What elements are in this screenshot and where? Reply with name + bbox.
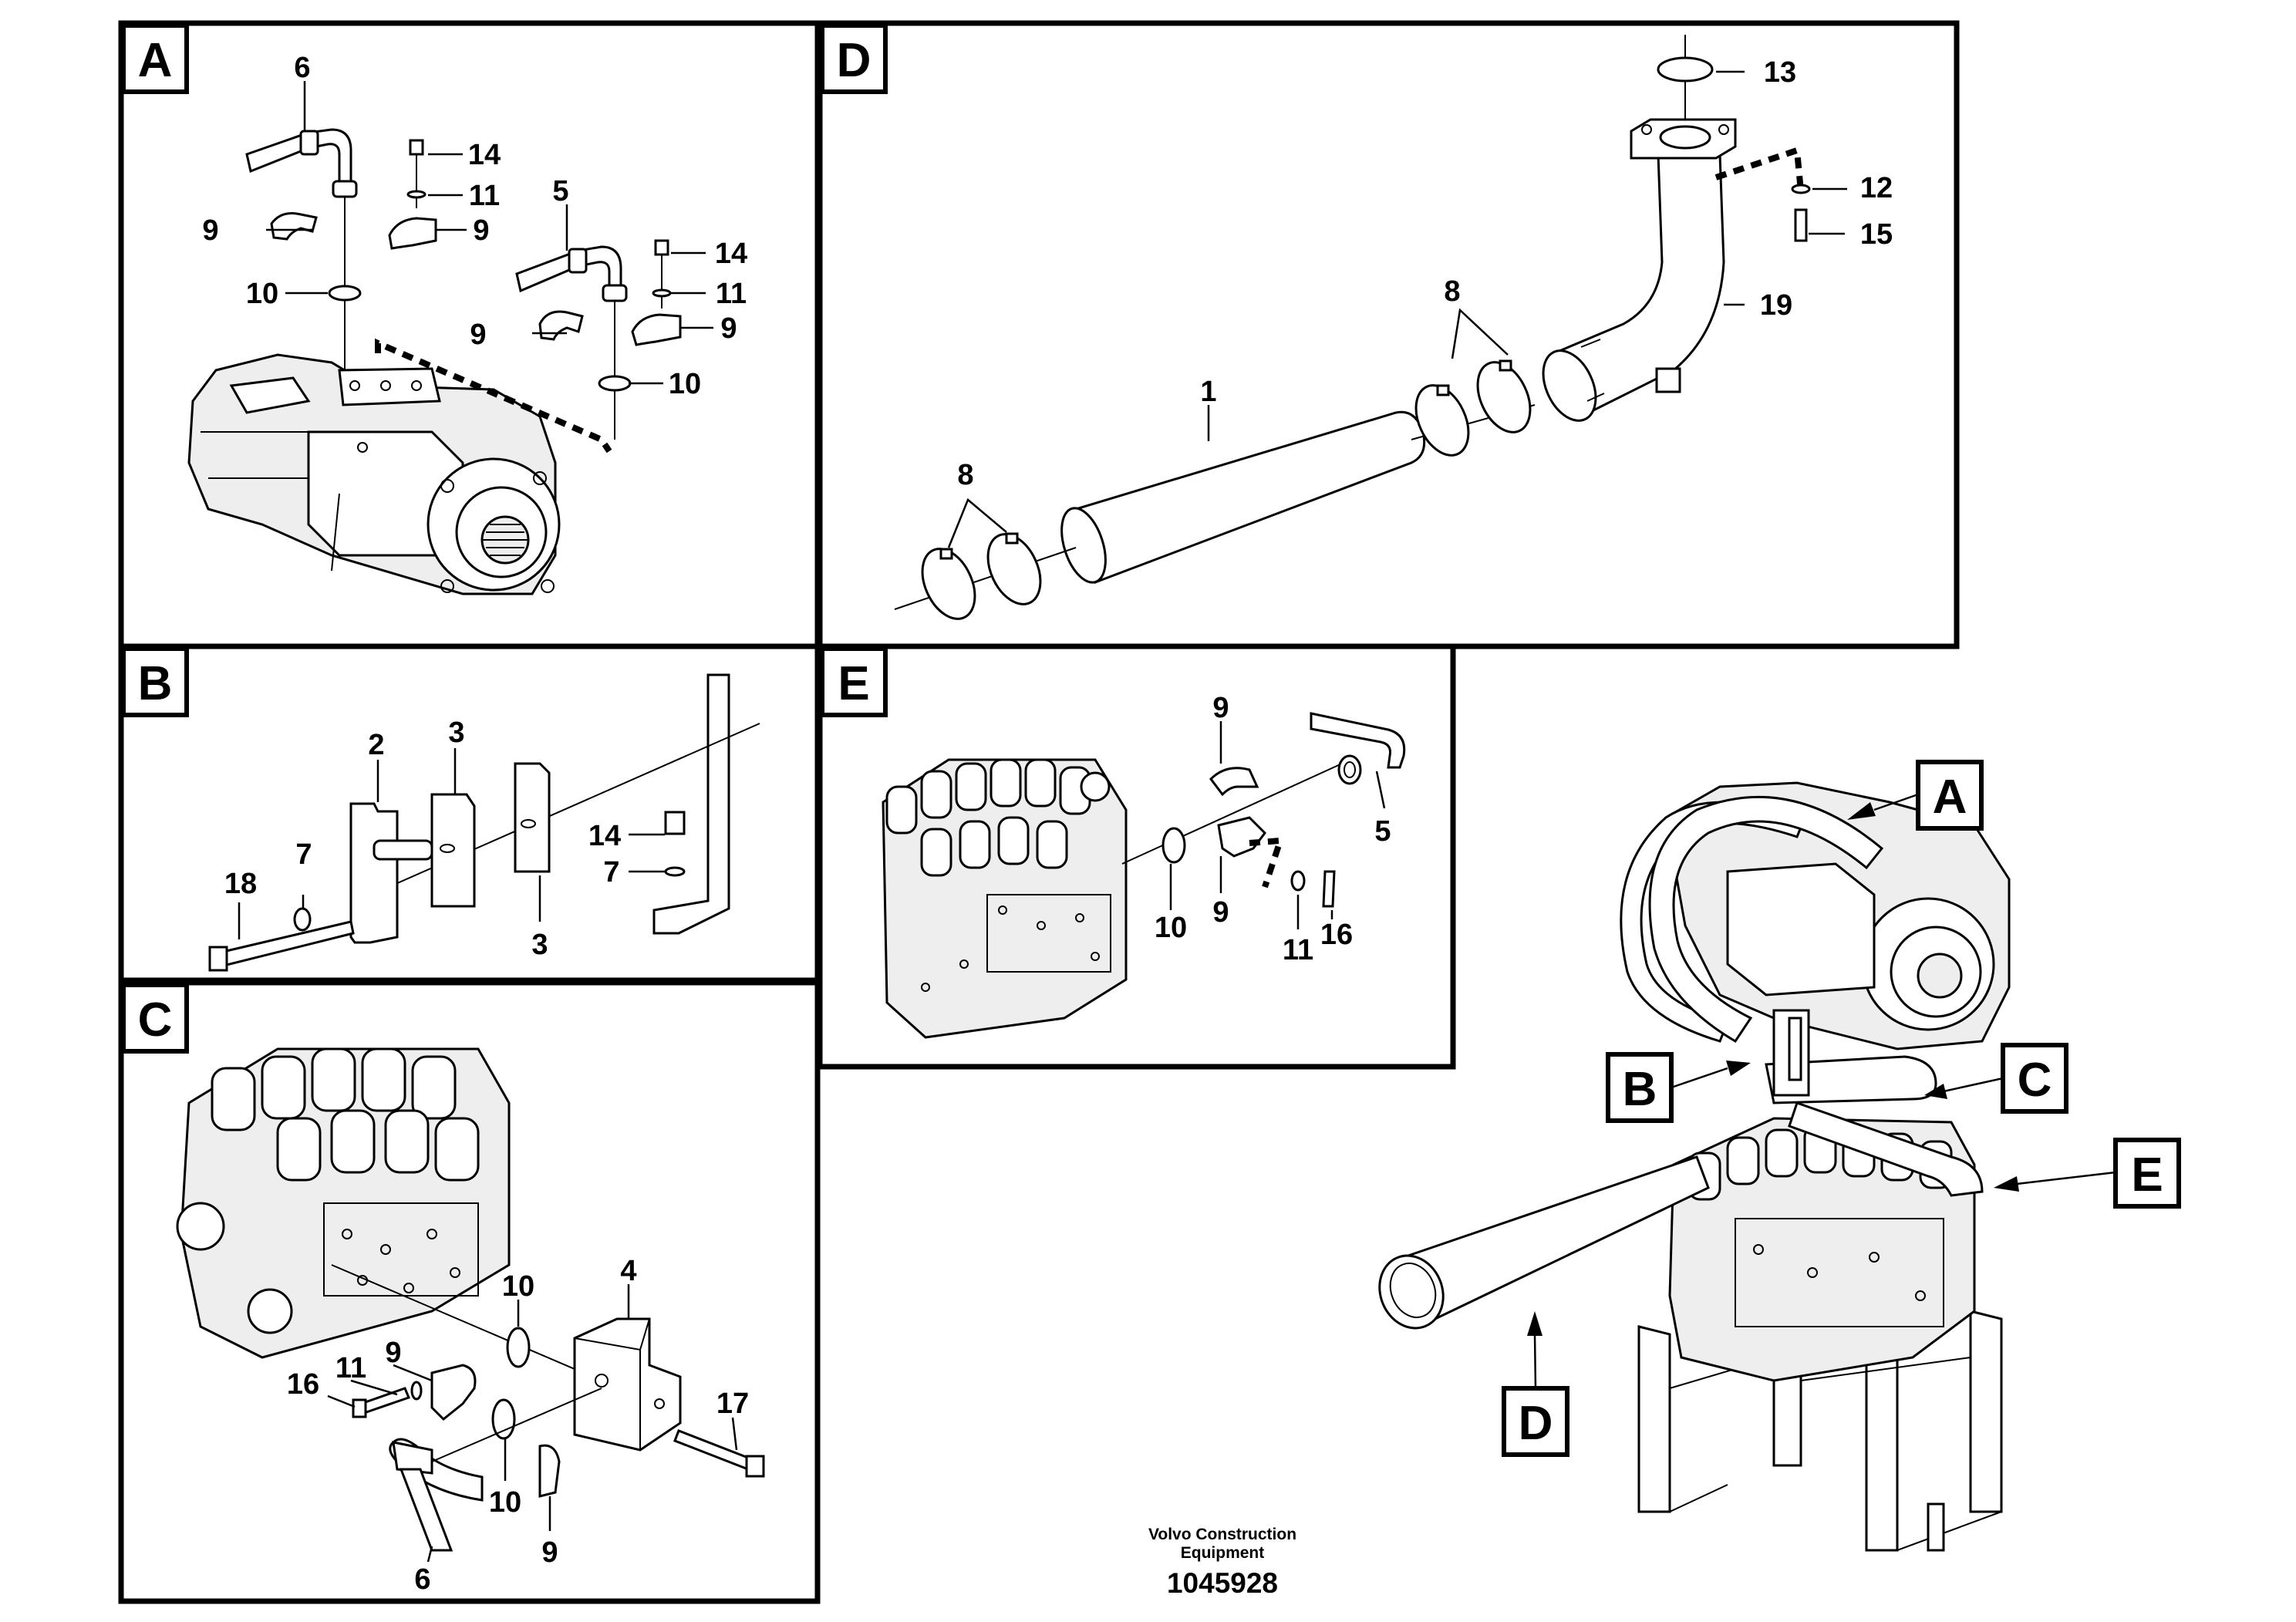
callout-e-10: 10: [1155, 912, 1187, 944]
panel-e-frame: [817, 643, 1456, 1070]
svg-text:D: D: [837, 34, 872, 87]
svg-text:E: E: [2131, 1148, 2163, 1202]
callout-c-4: 4: [620, 1255, 636, 1287]
callout-a-10: 10: [246, 278, 278, 310]
callout-d-19: 19: [1760, 289, 1792, 322]
valve-illustration-e: [882, 758, 1128, 1039]
callout-c-9: 9: [385, 1337, 401, 1369]
panel-a-label: A: [121, 23, 189, 94]
callout-e-16: 16: [1320, 919, 1353, 951]
svg-text:C: C: [2018, 1054, 2052, 1107]
callout-d-8: 8: [1444, 275, 1460, 308]
callout-e-11: 11: [1283, 934, 1313, 966]
callout-d-8b: 8: [957, 459, 973, 491]
callout-c-11: 11: [335, 1352, 366, 1384]
callout-a-10b: 10: [669, 368, 701, 400]
panel-e-label: E: [820, 646, 888, 717]
panel-b-label: B: [121, 646, 189, 717]
callout-d-13: 13: [1764, 56, 1796, 89]
callout-b-3b: 3: [531, 929, 548, 961]
company-name-line1: Volvo Construction: [1148, 1526, 1296, 1543]
callout-d-15: 15: [1860, 218, 1893, 251]
panel-b: 2 3 3 18 7 14 7: [208, 673, 760, 972]
svg-text:C: C: [138, 993, 173, 1047]
callout-e-9: 9: [1212, 692, 1229, 724]
callout-a-9: 9: [202, 214, 218, 247]
overview-label-c: C: [2001, 1043, 2068, 1114]
callout-a-14b: 14: [715, 238, 747, 270]
panel-c: 10 4 9 11 16 17 10 9 6: [176, 1047, 765, 1596]
overview-label-b: B: [1606, 1052, 1674, 1123]
callout-a-11b: 11: [716, 278, 747, 310]
overview-assembly: A B C E D: [1378, 760, 2181, 1552]
callout-d-1: 1: [1200, 376, 1216, 408]
valve-illustration: [176, 1047, 511, 1359]
callout-d-12: 12: [1860, 172, 1893, 204]
pump-illustration: [187, 353, 561, 595]
svg-text:A: A: [1933, 771, 1967, 824]
callout-e-5: 5: [1374, 815, 1391, 848]
company-name-line2: Equipment: [1181, 1544, 1265, 1562]
panel-c-label: C: [121, 983, 189, 1054]
svg-text:D: D: [1519, 1397, 1553, 1450]
svg-text:E: E: [838, 657, 869, 710]
callout-b-7: 7: [295, 838, 312, 871]
callout-b-7b: 7: [603, 856, 619, 889]
svg-text:B: B: [138, 657, 173, 710]
callout-a-14: 14: [468, 139, 501, 171]
overview-label-d: D: [1502, 1386, 1569, 1457]
callout-a-11: 11: [469, 180, 500, 212]
callout-b-3: 3: [448, 717, 464, 749]
panel-d: 13 12 15 19 8 1 8: [894, 35, 1893, 620]
callout-a-9c: 9: [470, 319, 486, 351]
callout-c-9b: 9: [541, 1536, 558, 1569]
callout-c-10: 10: [502, 1270, 534, 1303]
callout-e-9b: 9: [1212, 896, 1229, 929]
callout-a-9d: 9: [720, 312, 737, 345]
callout-b-14: 14: [588, 820, 621, 852]
callout-b-2: 2: [368, 729, 384, 761]
callout-c-6: 6: [414, 1563, 430, 1596]
callout-c-16: 16: [287, 1368, 319, 1401]
panel-e: 9 5 10 9 11 16: [882, 692, 1406, 1039]
callout-a-6: 6: [294, 52, 310, 84]
callout-a-5: 5: [552, 175, 568, 207]
callout-c-17: 17: [716, 1388, 749, 1420]
caption: Volvo Construction Equipment 1045928: [1148, 1526, 1296, 1599]
overview-label-e: E: [2113, 1138, 2181, 1209]
document-number: 1045928: [1167, 1567, 1278, 1599]
svg-text:B: B: [1623, 1063, 1657, 1116]
callout-b-18: 18: [224, 868, 257, 900]
panel-d-label: D: [820, 23, 888, 94]
overview-label-a: A: [1916, 760, 1984, 831]
callout-c-10b: 10: [489, 1486, 521, 1519]
svg-text:A: A: [138, 34, 173, 87]
panel-c-frame: [118, 980, 821, 1604]
panel-a: 6 14 11 9 9 5 14 11 9 9 10 10: [187, 52, 747, 595]
callout-a-9b: 9: [473, 214, 489, 247]
